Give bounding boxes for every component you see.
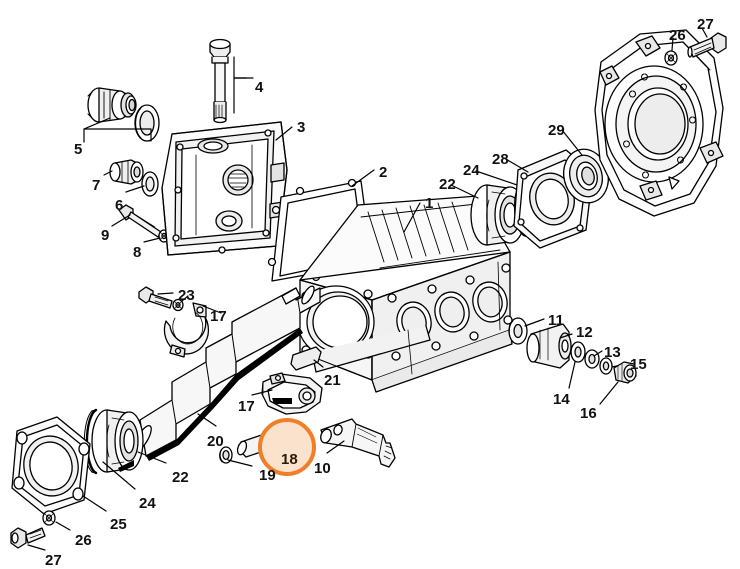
leader-8 (143, 237, 161, 243)
callout-22: 22 (439, 176, 456, 193)
leader-27-top (701, 27, 708, 38)
leader-22-upper (450, 184, 479, 199)
leader-17-upper (202, 305, 222, 314)
leader-25 (82, 495, 107, 512)
callout-11: 11 (548, 312, 564, 329)
callout-18: 18 (281, 451, 298, 468)
callout-1: 1 (425, 195, 434, 212)
leader-28 (503, 157, 529, 173)
leader-26-top (671, 37, 674, 51)
leader-2 (351, 169, 375, 187)
part-12-sleeve (526, 323, 572, 369)
part-13-washer (584, 349, 600, 369)
callout-2: 2 (379, 164, 388, 181)
leader-21 (313, 359, 324, 368)
highlight-circle-callout-18 (258, 418, 316, 476)
part-7-plug (109, 159, 144, 185)
leader-27-bottom (27, 544, 46, 551)
part-17-strap-upper (163, 302, 210, 358)
part-29-oil-seal (563, 148, 609, 204)
callout-13: 13 (604, 344, 621, 361)
callout-23: 23 (178, 287, 195, 304)
part-23-bolt (138, 286, 173, 309)
callout-19: 19 (259, 467, 276, 484)
callout-7: 7 (92, 177, 101, 194)
part-27-bolt-bottom (10, 527, 46, 549)
leader-5 (83, 117, 152, 143)
leader-4 (233, 56, 254, 114)
callout-4: 4 (255, 79, 264, 96)
part-16-nut (613, 361, 637, 384)
leader-8-mid (181, 295, 189, 302)
part-10-piston-rod (320, 418, 396, 468)
callout-26: 26 (669, 27, 686, 44)
part-6-washer (141, 171, 159, 197)
callout-12: 12 (576, 324, 593, 341)
callout-27: 27 (45, 552, 62, 569)
callout-14: 14 (553, 391, 570, 408)
callout-15: 15 (630, 356, 647, 373)
callout-6: 6 (115, 197, 124, 214)
callout-20: 20 (207, 433, 224, 450)
part-21-key (290, 346, 322, 371)
leader-1 (403, 202, 421, 233)
callout-17: 17 (238, 398, 255, 415)
leader-24-lower (102, 461, 136, 490)
part-25-end-flange (11, 416, 91, 515)
part-26-washer-top (664, 50, 678, 66)
leader-7 (103, 170, 113, 176)
callout-16: 16 (580, 405, 597, 422)
part-bell-housing (594, 29, 724, 217)
leader-19 (227, 459, 253, 467)
part-19-clip (219, 446, 233, 464)
part-9-bolt (118, 204, 162, 238)
callout-22: 22 (172, 469, 189, 486)
part-1-crankcase (297, 195, 513, 393)
callout-17: 17 (210, 308, 227, 325)
callout-29: 29 (548, 122, 565, 139)
callout-25: 25 (110, 516, 127, 533)
leader-24-upper (475, 170, 521, 187)
part-5-cap-assembly (87, 87, 160, 142)
callout-24: 24 (463, 162, 480, 179)
leader-11 (524, 318, 545, 327)
part-27-bolt-top (687, 32, 727, 58)
leader-6 (125, 185, 145, 193)
part-22-bearing-lower (91, 409, 144, 473)
leader-26-bottom (55, 521, 71, 531)
callout-8: 8 (133, 244, 142, 261)
part-3-valve-cover (161, 121, 288, 256)
callout-26: 26 (75, 532, 92, 549)
part-8-washer-mid (172, 298, 184, 312)
leader-12 (559, 333, 573, 339)
leader-13 (593, 350, 603, 357)
callout-27: 27 (697, 16, 714, 33)
callout-5: 5 (74, 141, 83, 158)
leader-23 (157, 292, 174, 295)
leader-22-lower (137, 451, 167, 464)
callout-9: 9 (101, 227, 110, 244)
leader-14 (568, 361, 576, 389)
leader-20 (197, 413, 217, 427)
part-11-washer (508, 317, 528, 345)
callout-3: 3 (297, 119, 306, 136)
callout-28: 28 (492, 151, 509, 168)
callout-24: 24 (139, 495, 156, 512)
leader-17-lower (251, 389, 273, 396)
callout-21: 21 (324, 372, 341, 389)
part-15-washer (599, 357, 613, 375)
part-14-washer (570, 341, 586, 363)
leader-9 (111, 214, 131, 227)
part-26-washer-bottom (42, 510, 56, 526)
callout-10: 10 (314, 460, 331, 477)
part-4-bolt (209, 38, 231, 124)
leader-3 (275, 126, 293, 141)
part-17-strap-lower (261, 372, 323, 415)
leader-16 (599, 381, 619, 405)
leader-29 (561, 129, 583, 156)
leader-10 (326, 440, 345, 454)
